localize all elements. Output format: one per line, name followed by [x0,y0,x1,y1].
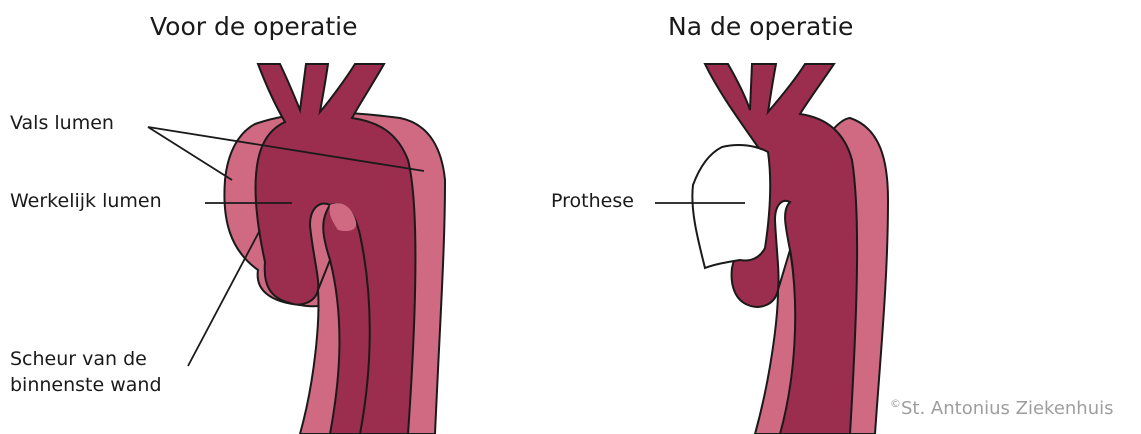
copyright-symbol: © [890,397,901,410]
pointer-false-lumen-1 [148,127,232,180]
label-true-lumen: Werkelijk lumen [10,188,162,214]
prosthesis-graft [692,145,770,268]
label-tear-line-1: Scheur van de [10,346,200,372]
label-prosthesis: Prothese [551,188,634,214]
label-false-lumen: Vals lumen [10,110,114,136]
aorta-after [655,64,888,434]
title-before-operation: Voor de operatie [150,12,357,41]
label-tear-line-2: binnenste wand [10,372,200,398]
copyright-credit: ©St. Antonius Ziekenhuis [890,397,1114,419]
title-after-operation: Na de operatie [668,12,853,41]
label-tear-inner-wall: Scheur van de binnenste wand [10,346,200,398]
credit-text: St. Antonius Ziekenhuis [901,398,1114,419]
